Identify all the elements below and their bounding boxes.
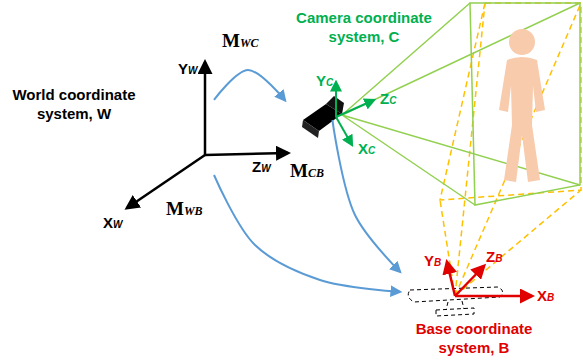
transform-arrow <box>214 175 400 292</box>
world-frame: World coordinate system, W <box>4 55 214 215</box>
frame-title: World coordinate system, W <box>4 85 144 123</box>
camera-axes <box>336 82 374 145</box>
base-sensor <box>408 287 502 316</box>
camera-frame: Camera coordinate system, C <box>285 4 443 120</box>
world-axes <box>127 62 288 208</box>
person-figure <box>499 29 545 182</box>
base-frame: Base coordinate system, B <box>400 255 548 360</box>
frame-title: Base coordinate system, B <box>404 319 544 357</box>
transform-arrow <box>214 70 285 100</box>
transform-arrow <box>332 120 400 272</box>
base-axes <box>447 262 532 296</box>
frame-title: Camera coordinate system, C <box>289 8 439 46</box>
